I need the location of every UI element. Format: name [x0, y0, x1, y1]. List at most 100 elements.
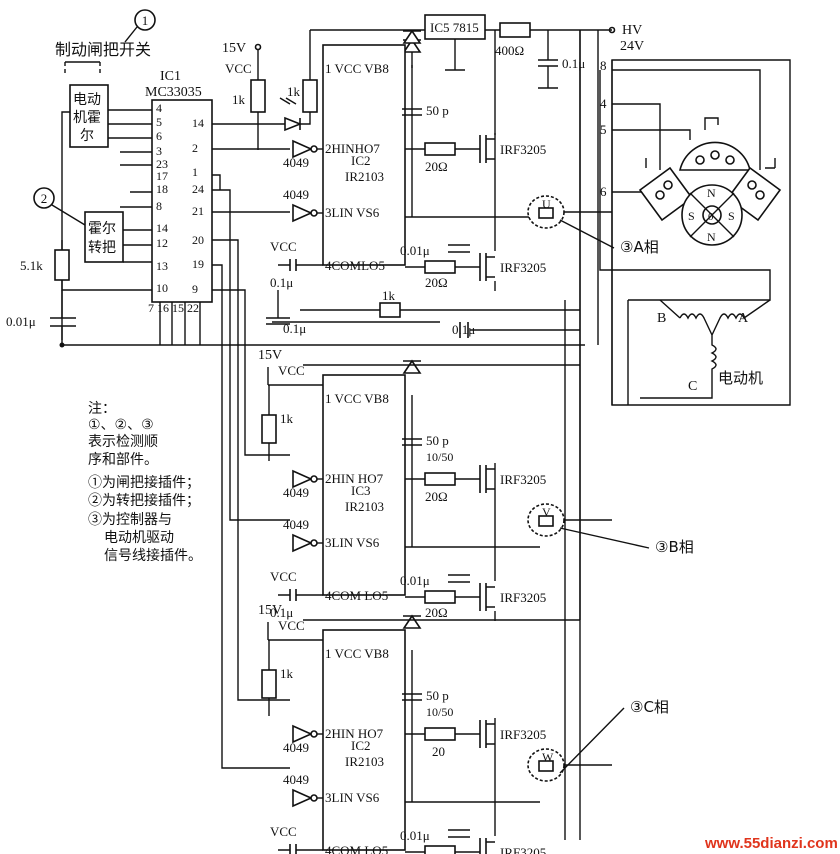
vcc-label: VCC	[270, 569, 297, 584]
note-8: 信号线接插件。	[104, 547, 202, 564]
mosfet-label: IRF3205	[500, 142, 546, 157]
inverter-bubble	[310, 209, 318, 217]
lo-cap	[448, 829, 470, 838]
gate-resistor-label: 20Ω	[425, 489, 448, 504]
marker-1: 1	[142, 13, 149, 28]
ic1-right-pin: 1	[192, 165, 198, 179]
ic1-left-pin: 23	[156, 157, 168, 171]
gate-resistor	[424, 260, 456, 274]
phase-leader	[559, 527, 650, 549]
winding-c: C	[688, 379, 697, 394]
c001-label: 0.01μ	[400, 243, 430, 258]
rotor-n1: N	[707, 186, 716, 200]
note-0: 注：	[88, 401, 116, 417]
brake-switch: 1 制动闸把开关	[55, 9, 156, 75]
inverter-bubble	[310, 794, 318, 802]
gate-resistor	[424, 142, 456, 156]
inverter-4049	[292, 469, 313, 489]
motor-hall-label-3: 尔	[80, 128, 94, 144]
c1050-label: 10/50	[426, 705, 453, 719]
vcc-cap	[289, 259, 297, 271]
winding-b: B	[657, 311, 666, 326]
inverter-label: 4049	[283, 740, 309, 755]
throttle-hall-connector: 2 霍尔 转把	[33, 187, 152, 263]
driver-part: IR2103	[345, 754, 384, 769]
note-4: ①为闸把接插件；	[88, 474, 200, 491]
bootstrap-cap	[402, 693, 422, 701]
mosfet-label: IRF3205	[500, 260, 546, 275]
ic1-right-pin: 9	[192, 282, 198, 296]
driver-part: IR2103	[345, 499, 384, 514]
driver-pin4: 4COM LO5	[325, 843, 388, 854]
gate-resistor	[424, 727, 456, 741]
ic1-left-pin: 13	[156, 259, 168, 273]
inverter-bubble	[310, 730, 318, 738]
inverter-label: 4049	[283, 772, 309, 787]
mosfet	[479, 465, 495, 493]
left-passives: 5.1k 0.01μ	[6, 240, 585, 348]
inverter-label: 4049	[283, 187, 309, 202]
c1050-label: 10/50	[426, 450, 453, 464]
motor-pin-8: 8	[600, 58, 607, 73]
motor-hall-label-2: 机霍	[73, 110, 101, 126]
vcc-label-top: VCC	[278, 363, 305, 378]
driver-name: IC2	[351, 738, 371, 753]
driver-pin3: 3LIN VS6	[325, 205, 380, 220]
motor-label: 电动机	[718, 369, 763, 387]
motor-pin-4: 4	[600, 96, 607, 111]
throttle-hall-label-1: 霍尔	[88, 221, 116, 237]
note-5: ②为转把接插件；	[88, 492, 200, 509]
mosfet-label: IRF3205	[500, 845, 546, 854]
driver-ic-body	[322, 44, 406, 266]
wire	[267, 622, 323, 641]
phase-letter: V	[542, 505, 551, 519]
mosfet-label: IRF3205	[500, 727, 546, 742]
note-6: ③为控制器与	[88, 512, 172, 528]
pullup-resistor	[261, 414, 277, 444]
ic1-left-pin: 3	[156, 144, 162, 158]
c01-top-label: 0.1μ	[562, 56, 585, 71]
throttle-hall-label-2: 转把	[88, 240, 116, 256]
c001-left-label: 0.01μ	[6, 314, 36, 329]
ic1-left-pin: 4	[156, 101, 162, 115]
mosfet-label: IRF3205	[500, 590, 546, 605]
rotor-s1: S	[688, 209, 695, 223]
motor-hall-connector: 电动 机霍 尔	[61, 84, 152, 340]
motor-pin-6: 6	[600, 184, 607, 199]
ic1-left-pin: 5	[156, 115, 162, 129]
gate-resistor-label: 20	[432, 744, 445, 759]
hv-label: HV	[622, 23, 642, 38]
driver-part: IR2103	[345, 169, 384, 184]
phase-label: ③C相	[630, 698, 669, 716]
ic1-body	[151, 99, 213, 303]
c001-label: 0.01μ	[400, 828, 430, 843]
driver-pin4: 4COM LO5	[325, 588, 388, 603]
vcc-cap	[289, 844, 297, 854]
r400-label: 400Ω	[495, 43, 524, 58]
driver-pin1: 1 VCC VB8	[325, 391, 389, 406]
phase-letter: U	[542, 197, 551, 211]
inverter-4049	[292, 139, 313, 159]
r1k-label: 1k	[280, 411, 294, 426]
bootstrap-diode	[402, 29, 422, 44]
note-7: 电动机驱动	[104, 530, 174, 546]
phase-pin	[538, 760, 554, 772]
phase-pin	[538, 515, 554, 527]
lo-cap	[448, 574, 470, 583]
inverter-4049	[292, 203, 313, 223]
watermark: www.55dianzi.com	[704, 835, 838, 852]
driver-pin2: 2HIN HO7	[325, 471, 384, 486]
phase-label: ③A相	[620, 238, 659, 256]
v24-label: 24V	[620, 39, 644, 54]
marker-2: 2	[41, 191, 48, 206]
inverter-bubble	[310, 145, 318, 153]
ic1-left-pin: 14	[156, 221, 168, 235]
driver-pin3: 3LIN VS6	[325, 790, 380, 805]
vcc-label-top: VCC	[278, 618, 305, 633]
r51k-label: 5.1k	[20, 258, 43, 273]
